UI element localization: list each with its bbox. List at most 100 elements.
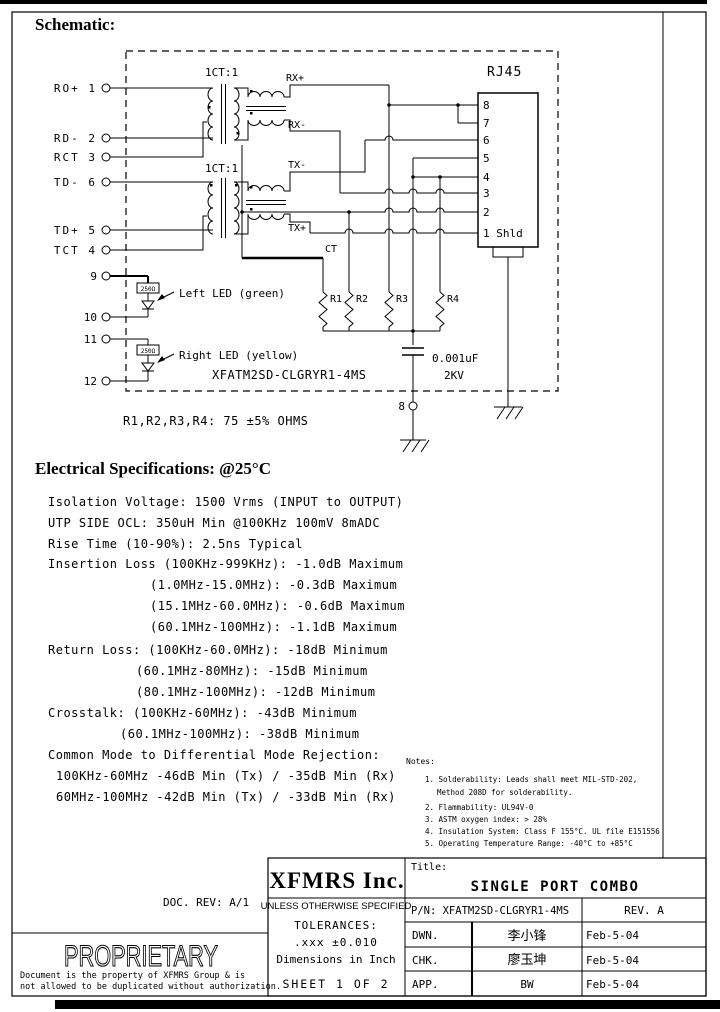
transformer-ratio-label: 1CT:1	[205, 66, 238, 79]
drawing-title: SINGLE PORT COMBO	[471, 879, 640, 895]
note-item: 4. Insulation System: Class F 155°C. UL …	[425, 827, 660, 836]
wire	[365, 135, 478, 141]
primary-coil	[207, 87, 214, 141]
pin-label: 11	[84, 333, 97, 346]
tolerance-value: .xxx ±0.010	[294, 936, 378, 949]
pin-label: RD- 2	[54, 132, 97, 145]
polarity-dot	[250, 186, 253, 189]
proprietary-word: PROPRIETARY	[64, 940, 218, 973]
choke-coils	[234, 181, 286, 235]
transformer-ratio-label: 1CT:1	[205, 162, 238, 175]
cap-value-label: 0.001uF	[432, 352, 478, 365]
spec-line: (60.1MHz-100MHz): -38dB Minimum	[120, 727, 359, 741]
app-date: Feb-5-04	[586, 978, 639, 991]
dwn-signature: 李小锋	[507, 928, 546, 943]
resistor-r3	[384, 291, 394, 331]
junction-dot	[411, 175, 415, 179]
pin-terminal	[101, 83, 111, 93]
led-pins: 9 10 11 12	[84, 270, 111, 388]
spec-line: UTP SIDE OCL: 350uH Min @100KHz 100mV 8m…	[48, 516, 380, 530]
sheet-number: SHEET 1 OF 2	[282, 977, 389, 991]
wire	[389, 104, 478, 124]
notes-section: Notes: 1. Solderability: Leads shall mee…	[406, 757, 660, 848]
pin-label: RCT 3	[54, 151, 97, 164]
electrical-specs-section: Electrical Specifications: @25°C Isolati…	[35, 459, 404, 804]
resistor-r4	[435, 291, 445, 331]
led-diode-icon	[141, 362, 155, 372]
title-block-border	[267, 857, 707, 997]
revision: REV. A	[624, 904, 664, 917]
junction-dot	[240, 210, 244, 214]
core-lines	[221, 178, 226, 238]
rj45-pin: 2	[483, 206, 490, 219]
rj45-pin: 6	[483, 134, 490, 147]
resistor-label: R4	[447, 294, 459, 305]
pin-terminal	[101, 133, 111, 143]
resistor-label: R2	[356, 294, 368, 305]
spec-line: (60.1MHz-100MHz): -1.1dB Maximum	[150, 620, 397, 634]
transformer-rx: 1CT:1	[205, 66, 286, 144]
title-label: Title:	[411, 862, 447, 873]
pin-label: 12	[84, 375, 97, 388]
rj45-pin: 5	[483, 152, 490, 165]
wire	[412, 157, 478, 345]
title-block-grid	[268, 858, 706, 996]
note-item: 2. Flammability: UL94V-0	[425, 803, 534, 812]
component-outline-dashed	[125, 50, 559, 392]
spec-line: 100KHz-60MHz -46dB Min (Tx) / -35dB Min …	[56, 769, 396, 783]
app-label: APP.	[412, 978, 439, 991]
termination-resistors: R1 R2 R3 R4	[318, 291, 459, 332]
pin-terminal	[408, 401, 418, 411]
cap-rating-label: 2KV	[444, 369, 464, 382]
spec-line: 60MHz-100MHz -42dB Min (Tx) / -33dB Min …	[56, 790, 396, 804]
ct-label: CT	[325, 244, 337, 255]
rx-plus-label: RX+	[286, 73, 304, 84]
polarity-dot	[236, 132, 239, 135]
wire	[110, 309, 149, 318]
core-lines	[221, 84, 226, 144]
pin-terminal	[101, 177, 111, 187]
wire	[242, 207, 478, 213]
ground-icon	[494, 406, 524, 420]
wire	[322, 212, 350, 292]
pin-terminal	[101, 225, 111, 235]
tx-plus-label: TX+	[288, 223, 306, 234]
wire	[110, 275, 149, 283]
wire	[284, 119, 341, 193]
primary-coil	[207, 181, 214, 235]
wire	[340, 188, 478, 194]
spec-line: (1.0MHz-15.0MHz): -0.3dB Maximum	[150, 578, 397, 592]
rj45-pin: 4	[483, 171, 490, 184]
junction-dot	[387, 103, 391, 107]
junction-dot	[438, 175, 442, 179]
schematic-section: Schematic: RO+ 1 RD- 2 RCT 3 TD- 6 TD+ 5…	[35, 15, 559, 453]
polarity-dot	[250, 208, 253, 211]
tolerance-note: UNLESS OTHERWISE SPECIFIED	[261, 901, 412, 912]
proprietary-line: Document is the property of XFMRS Group …	[20, 971, 245, 981]
pin-label: TD- 6	[54, 176, 97, 189]
wire	[310, 228, 478, 234]
chk-label: CHK.	[412, 954, 439, 967]
tx-minus-label: TX-	[288, 160, 306, 171]
polarity-dot	[235, 184, 238, 187]
spec-line: (80.1MHz-100MHz): -12dB Minimum	[136, 685, 375, 699]
pin-label: 9	[90, 270, 97, 283]
tolerances-label: TOLERANCES:	[294, 919, 378, 932]
spec-line: Common Mode to Differential Mode Rejecti…	[48, 748, 380, 762]
notes-heading: Notes:	[406, 757, 435, 766]
left-led-label: Left LED (green)	[179, 287, 285, 300]
spec-line: Insertion Loss (100KHz-999KHz): -1.0dB M…	[48, 557, 403, 571]
pointer-arrowhead	[157, 356, 165, 363]
shield-tab	[492, 247, 524, 258]
pin-terminal	[101, 376, 111, 386]
capacitor-plates	[402, 347, 424, 356]
polarity-dot	[250, 90, 253, 93]
rj45-pin: 8	[483, 99, 490, 112]
proprietary-box: PROPRIETARY Document is the property of …	[12, 932, 281, 992]
ground-icon	[400, 439, 430, 453]
title-block: XFMRS Inc. Title: SINGLE PORT COMBO P/N:…	[261, 857, 707, 997]
pin-wires	[110, 87, 213, 251]
spec-line: Crosstalk: (100KHz-60MHz): -43dB Minimum	[48, 706, 357, 720]
pin-terminal	[101, 271, 111, 281]
